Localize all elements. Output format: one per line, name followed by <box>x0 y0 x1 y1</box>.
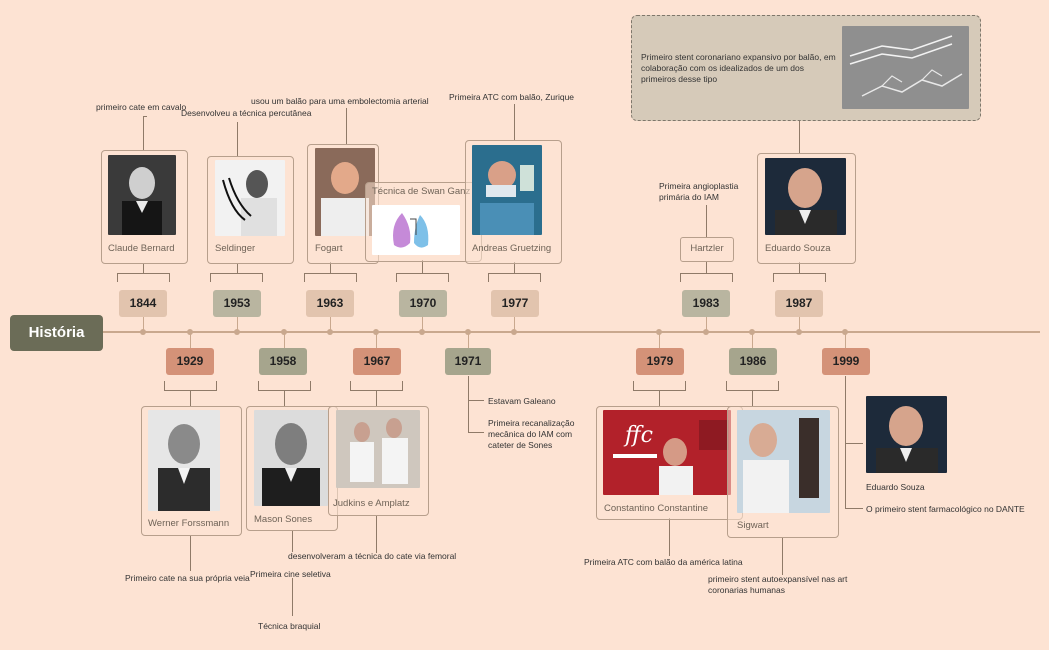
year-1977[interactable]: 1977 <box>491 290 539 317</box>
name-swan-ganz: Técnica de Swan Ganz <box>372 186 471 197</box>
note-1977: Primeira ATC com balão, Zurique <box>449 92 575 102</box>
lung-diagram <box>372 205 460 255</box>
name-eduardo-souza-1987: Eduardo Souza <box>765 243 831 254</box>
axis-dot <box>703 329 709 335</box>
note-1958-b: Técnica braquial <box>258 621 321 631</box>
portrait-photo <box>148 410 220 511</box>
year-1953[interactable]: 1953 <box>213 290 261 317</box>
ffc-logo: ffc <box>603 410 731 495</box>
name-andreas-gruetzing: Andreas Gruetzing <box>472 243 552 254</box>
stent-image <box>842 26 969 109</box>
name-sigwart: Sigwart <box>737 520 769 531</box>
portrait-photo <box>336 410 420 488</box>
svg-text:ffc: ffc <box>623 423 653 448</box>
axis-dot <box>281 329 287 335</box>
axis-dot <box>842 329 848 335</box>
note-1967: desenvolveram a técnica do cate via femo… <box>288 551 457 561</box>
year-1971[interactable]: 1971 <box>445 348 491 375</box>
note-1844: primeiro cate em cavalo <box>96 102 187 112</box>
year-1983[interactable]: 1983 <box>682 290 730 317</box>
portrait-photo <box>108 155 176 235</box>
year-1958[interactable]: 1958 <box>259 348 307 375</box>
note-1971: Estavam Galeano <box>488 396 556 406</box>
portrait-photo <box>737 410 830 513</box>
note-1987: Primeiro stent coronariano expansivo por… <box>641 52 836 84</box>
timeline-axis <box>100 331 1040 333</box>
axis-dot <box>419 329 425 335</box>
name-mason-sones: Mason Sones <box>254 514 313 525</box>
note-1979: Primeira ATC com balão da américa latina <box>584 557 743 567</box>
note-1929: Primeiro cate na sua própria veia <box>125 573 250 583</box>
axis-dot <box>187 329 193 335</box>
note-1958: Primeira cine seletiva <box>250 569 331 579</box>
name-claude-bernard: Claude Bernard <box>108 243 175 254</box>
year-1929[interactable]: 1929 <box>166 348 214 375</box>
year-1967[interactable]: 1967 <box>353 348 401 375</box>
note-1953: Desenvolveu a técnica percutânea <box>181 108 312 118</box>
axis-dot <box>465 329 471 335</box>
axis-dot <box>511 329 517 335</box>
axis-dot <box>796 329 802 335</box>
year-1970[interactable]: 1970 <box>399 290 447 317</box>
note-1971-b: Primeira recanalização mecânica do IAM c… <box>488 418 575 450</box>
year-1963[interactable]: 1963 <box>306 290 354 317</box>
year-1844[interactable]: 1844 <box>119 290 167 317</box>
note-1986: primeiro stent autoexpansível nas art co… <box>708 574 848 595</box>
axis-dot <box>749 329 755 335</box>
note-1963: usou um balão para uma embolectomia arte… <box>251 96 429 106</box>
portrait-photo <box>254 410 328 506</box>
name-eduardo-souza-1999: Eduardo Souza <box>866 482 925 492</box>
axis-dot <box>373 329 379 335</box>
axis-dot <box>327 329 333 335</box>
portrait-photo <box>472 145 542 235</box>
year-1986[interactable]: 1986 <box>729 348 777 375</box>
portrait-photo <box>866 396 947 473</box>
year-1979[interactable]: 1979 <box>636 348 684 375</box>
axis-dot <box>234 329 240 335</box>
name-constantino-constantine: Constantino Constantine <box>604 503 709 514</box>
name-hartzler[interactable]: Hartzler <box>680 237 734 262</box>
timeline-title[interactable]: História <box>10 315 103 351</box>
name-werner-forssmann: Werner Forssmann <box>148 518 230 529</box>
note-1999: O primeiro stent farmacológico no DANTE <box>866 504 1025 514</box>
note-1983: Primeira angioplastia primária do IAM <box>659 181 739 202</box>
portrait-photo <box>215 160 285 236</box>
name-judkins-amplatz: Judkins e Amplatz <box>333 498 410 509</box>
name-seldinger: Seldinger <box>215 243 256 254</box>
portrait-photo <box>765 158 846 235</box>
axis-dot <box>140 329 146 335</box>
name-fogart: Fogart <box>315 243 343 254</box>
year-1987[interactable]: 1987 <box>775 290 823 317</box>
axis-dot <box>656 329 662 335</box>
year-1999[interactable]: 1999 <box>822 348 870 375</box>
